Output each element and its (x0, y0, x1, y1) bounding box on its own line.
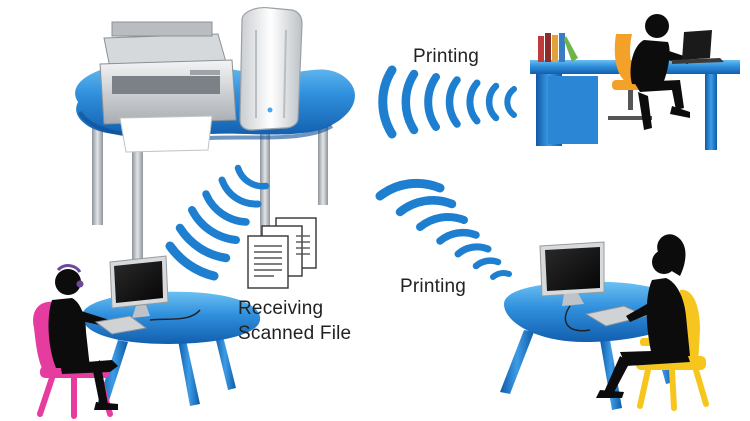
desk-leg (318, 125, 328, 205)
desk-drawer (548, 76, 598, 144)
wifi-to-bottom-left (165, 164, 270, 281)
wifi-to-bottom-right (375, 178, 512, 280)
router-icon (239, 7, 303, 131)
label-printing-top: Printing (413, 46, 480, 67)
workstation-bottom-left (33, 255, 261, 419)
monitor-icon (109, 255, 169, 318)
laptop-icon (672, 30, 724, 64)
desk-leg (705, 70, 717, 150)
workstation-top-right (530, 14, 740, 150)
workstation-bottom-right (500, 234, 709, 411)
desk-leg (92, 120, 103, 225)
desk-top (82, 291, 261, 344)
desk-leg (132, 135, 143, 260)
label-printing-bottom: Printing (400, 276, 467, 297)
document-stack-icon (247, 217, 317, 289)
wifi-to-top-right (378, 65, 517, 139)
label-receiving-line2: Scanned File (238, 323, 352, 344)
label-receiving-scanned-file: Receiving Scanned File (238, 296, 351, 346)
wifi-waves-icon (165, 65, 517, 281)
keyboard-icon (94, 309, 201, 335)
desk-leg (500, 330, 534, 394)
person-icon (630, 14, 690, 130)
person-icon (596, 234, 690, 398)
keyboard-icon (564, 305, 648, 332)
desk-leg (178, 340, 200, 406)
printer-icon (99, 21, 237, 153)
monitor-icon (539, 241, 605, 306)
desk-leg (214, 332, 236, 390)
label-receiving-line1: Receiving (238, 298, 324, 319)
books-icon (538, 33, 578, 62)
